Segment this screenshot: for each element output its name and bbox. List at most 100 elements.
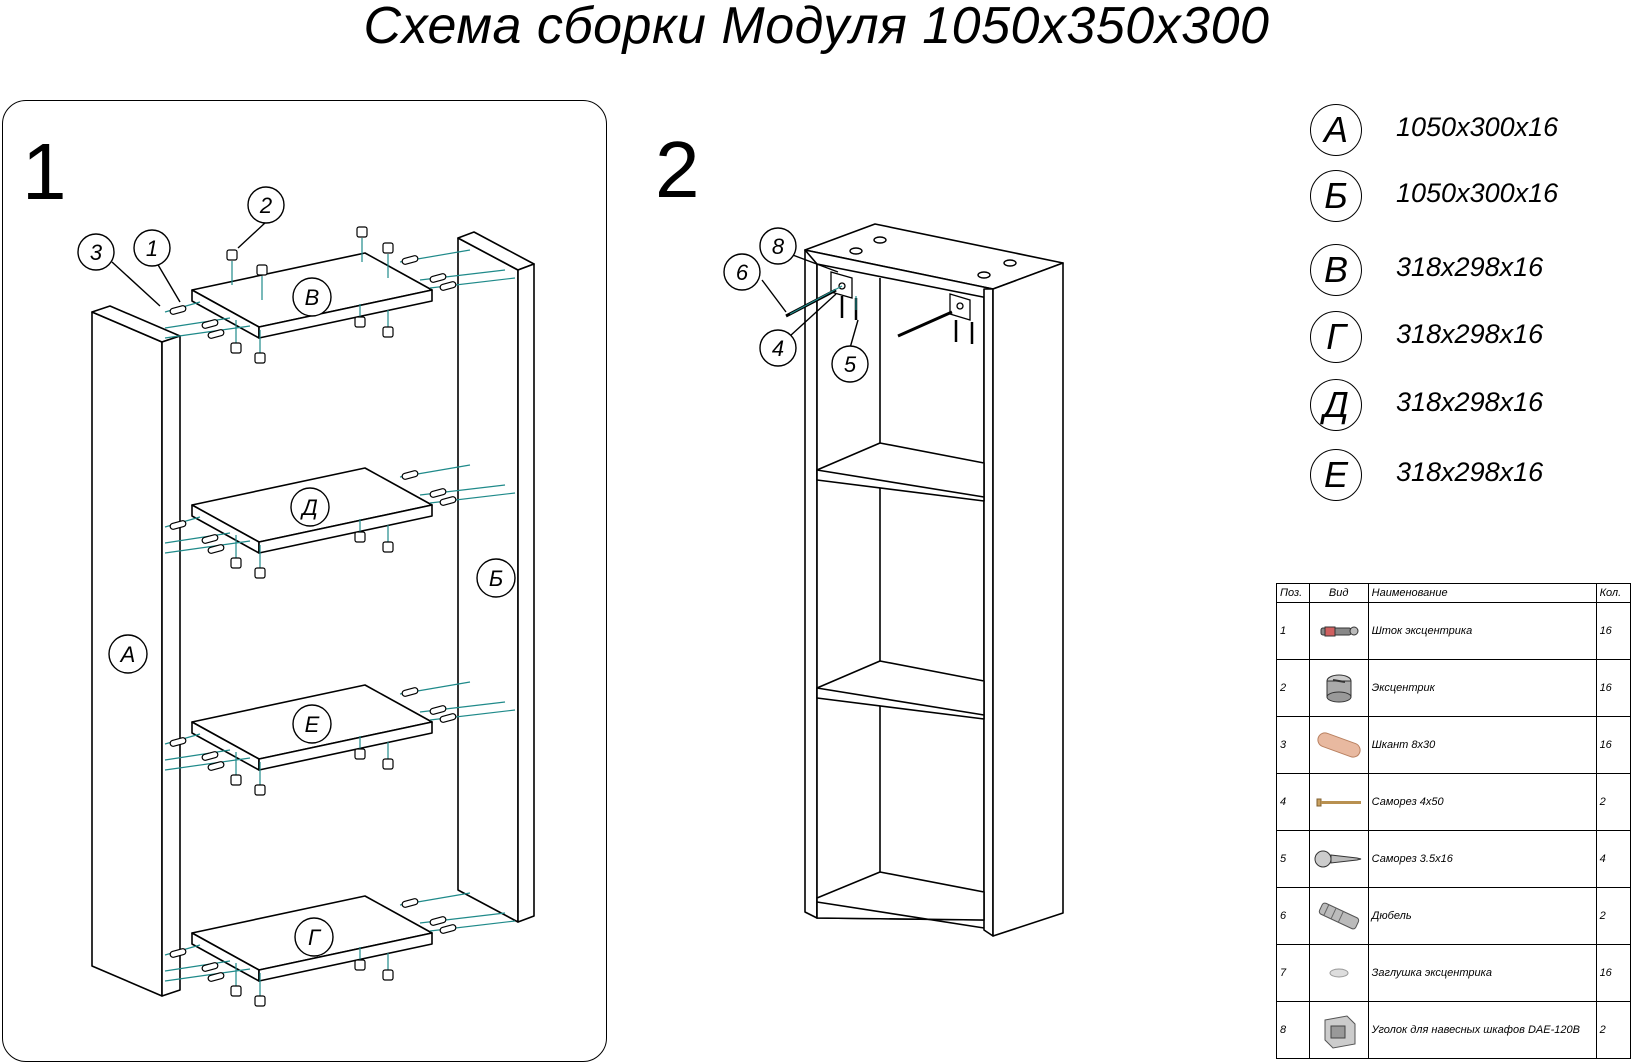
label-e: Е: [305, 712, 320, 737]
row-pos: 8: [1276, 1001, 1310, 1059]
legend-letter: Б: [1310, 170, 1362, 222]
row-qty: 2: [1595, 887, 1632, 945]
cam-fitting: [354, 748, 366, 760]
cam-fitting: [230, 985, 242, 997]
connector-pin: [401, 898, 419, 908]
cam-fitting: [354, 959, 366, 971]
connector-pin: [439, 496, 457, 506]
cam-fitting: [382, 326, 394, 338]
callout-6-text: 6: [736, 260, 749, 285]
callout-3-text: 3: [90, 240, 103, 265]
cam-fitting: [254, 567, 266, 579]
row-name: Шток эксцентрика: [1367, 602, 1597, 660]
cam-hole: [1003, 259, 1017, 267]
side-panel-b-edge: [517, 263, 535, 923]
label-b: Б: [489, 566, 503, 591]
cam-fitting: [254, 352, 266, 364]
callout-6: [723, 253, 761, 291]
connector-pin: [169, 948, 187, 958]
cam-fitting: [230, 774, 242, 786]
wall-plug-icon: [1318, 902, 1359, 930]
legend-size: 1050х300х16: [1396, 112, 1559, 142]
cam-hole: [849, 247, 863, 255]
connector-guide-line: [164, 749, 231, 761]
screw-icon: [1316, 798, 1361, 807]
cam-fitting: [382, 242, 394, 254]
cabinet-left-side: [804, 249, 818, 919]
dowel-icon: [1317, 732, 1361, 758]
legend-letter: А: [1310, 104, 1362, 156]
connector-guide-line: [164, 532, 231, 544]
callout-8: [759, 227, 797, 265]
table-row: 7 Заглушка эксцентрика 16: [1276, 944, 1632, 1002]
row-name: Эксцентрик: [1367, 659, 1597, 717]
hanger-bracket-icon: [1324, 1015, 1356, 1049]
legend-size: 1050х300х16: [1396, 178, 1559, 208]
step-2-number: 2: [655, 125, 700, 214]
row-pos: 6: [1276, 887, 1310, 945]
connector-pin: [201, 319, 219, 329]
legend-letter: Г: [1310, 311, 1362, 363]
connector-pin: [429, 488, 447, 498]
cam-fitting: [354, 531, 366, 543]
row-pos: 2: [1276, 659, 1310, 717]
connector-pin: [207, 761, 225, 771]
label-v: В: [305, 285, 320, 310]
table-row: 3 Шкант 8х30 16: [1276, 716, 1632, 774]
label-a: А: [119, 642, 136, 667]
header-qty: Кол.: [1595, 583, 1632, 603]
cam-fitting: [354, 316, 366, 328]
row-qty: 16: [1595, 944, 1632, 1002]
callout-8-text: 8: [772, 234, 785, 259]
row-name: Уголок для навесных шкафов DAE-120B: [1367, 1001, 1597, 1059]
connector-pin: [169, 737, 187, 747]
connector-pin: [169, 305, 187, 315]
cam-fitting: [254, 995, 266, 1007]
page-title: Схема сборки Модуля 1050х350х300: [363, 0, 1270, 55]
table-row: 6 Дюбель 2: [1276, 887, 1632, 945]
step-1-number: 1: [22, 127, 67, 216]
connector-pin: [201, 534, 219, 544]
table-row: 8 Уголок для навесных шкафов DAE-120B 2: [1276, 1001, 1632, 1059]
row-qty: 4: [1595, 830, 1632, 888]
row-name: Шкант 8х30: [1367, 716, 1597, 774]
callout-3: [77, 233, 115, 271]
connector-pin: [439, 713, 457, 723]
cam-fitting: [382, 541, 394, 553]
callout-5: [831, 345, 869, 383]
row-name: Дюбель: [1367, 887, 1597, 945]
table-row: 5 Саморез 3.5х16 4: [1276, 830, 1632, 888]
cabinet-shelf-1: [816, 442, 985, 502]
connector-pin: [401, 687, 419, 697]
connector-pin: [201, 751, 219, 761]
connector-pin: [439, 924, 457, 934]
cam-fitting: [254, 784, 266, 796]
row-qty: 16: [1595, 659, 1632, 717]
table-row: 1 Шток эксцентрика 16: [1276, 602, 1632, 660]
row-pos: 5: [1276, 830, 1310, 888]
legend-size: 318х298х16: [1396, 457, 1544, 487]
connector-pin: [207, 972, 225, 982]
short-screw-icon: [1314, 850, 1361, 868]
hardware-table: Поз. Вид Наименование Кол. 1 Шток эксцен…: [1276, 583, 1632, 1059]
row-pos: 3: [1276, 716, 1310, 774]
table-header-row: Поз. Вид Наименование Кол.: [1276, 583, 1632, 603]
legend-letter: Е: [1310, 449, 1362, 501]
callout-2-text: 2: [259, 193, 272, 218]
label-circle-a: [108, 634, 148, 674]
cam-cap-icon: [1329, 968, 1349, 978]
header-view: Вид: [1308, 583, 1369, 603]
cam-fitting: [230, 342, 242, 354]
cam-fitting: [356, 226, 368, 238]
callout-4-text: 4: [772, 336, 784, 361]
label-g: Г: [308, 925, 322, 950]
callout-2: [247, 186, 285, 224]
connector-guide-line: [164, 317, 231, 329]
row-qty: 2: [1595, 1001, 1632, 1059]
label-circle-d: [290, 487, 330, 527]
row-qty: 16: [1595, 716, 1632, 774]
callout-1: [133, 229, 171, 267]
cam-fitting: [230, 557, 242, 569]
label-circle-g: [294, 917, 334, 957]
